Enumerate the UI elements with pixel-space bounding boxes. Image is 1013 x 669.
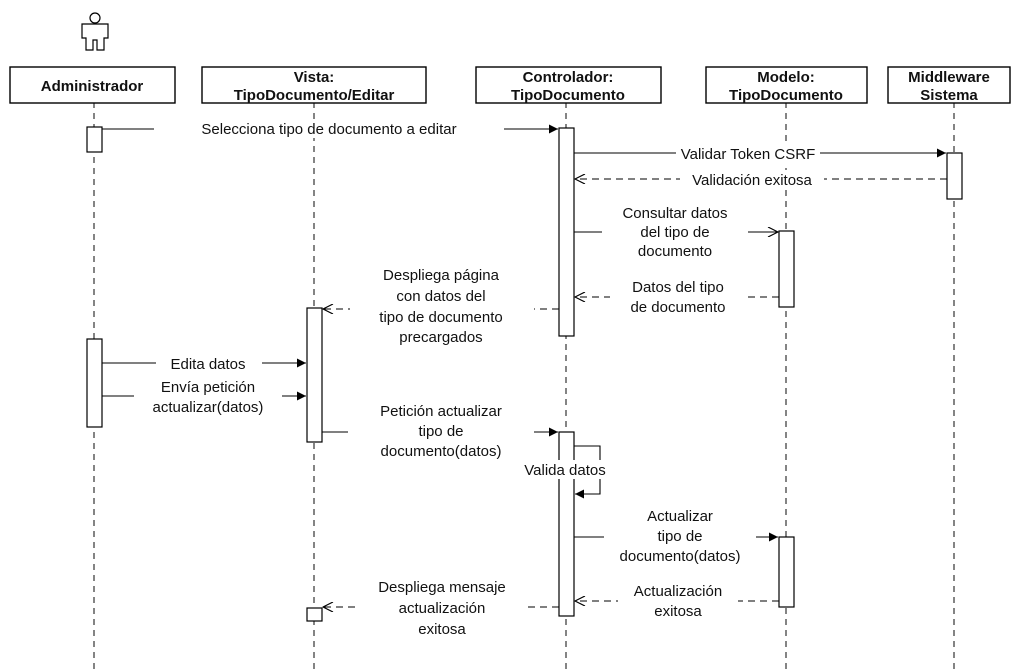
- message-validacion-exitosa: Validación exitosa: [575, 170, 947, 189]
- activation-bar-vista: [306, 607, 323, 622]
- participant-vista: Vista: TipoDocumento/Editar: [201, 66, 427, 104]
- message-label: exitosa: [654, 603, 702, 620]
- message-label: Validar Token CSRF: [681, 146, 816, 163]
- message-actualizacion-exitosa: Actualización exitosa: [575, 581, 779, 621]
- message-despliega-mensaje: Despliega mensaje actualización exitosa: [323, 576, 559, 638]
- activation-bar-administrador: [86, 338, 103, 428]
- message-actualizar-tipo: Actualizar tipo de documento(datos): [574, 506, 778, 566]
- message-peticion-actualizar: Petición actualizar tipo de documento(da…: [322, 401, 558, 460]
- message-datos-del-tipo: Datos del tipo de documento: [575, 276, 779, 316]
- participant-modelo: Modelo: TipoDocumento: [705, 66, 868, 104]
- message-consultar-datos: Consultar datos del tipo de documento: [574, 204, 778, 260]
- participant-label: TipoDocumento: [511, 87, 625, 104]
- message-despliega-pagina: Despliega página con datos del tipo de d…: [323, 264, 559, 346]
- message-label: Envía petición: [161, 379, 255, 396]
- message-validar-token-csrf: Validar Token CSRF: [574, 144, 946, 163]
- participant-label: Middleware: [908, 69, 990, 86]
- message-label: actualización: [399, 600, 486, 617]
- message-label: Despliega página: [383, 267, 500, 284]
- message-selecciona-tipo-documento: Selecciona tipo de documento a editar: [102, 119, 558, 138]
- participant-administrador: Administrador: [9, 66, 176, 104]
- activation-bar-controlador: [558, 127, 575, 337]
- person-stick-figure-icon: [81, 12, 109, 51]
- message-label: con datos del: [396, 288, 485, 305]
- message-label: exitosa: [418, 621, 466, 638]
- message-label: Validación exitosa: [692, 172, 812, 189]
- message-label: Actualizar: [647, 508, 713, 525]
- message-label: tipo de: [418, 423, 463, 440]
- message-label: Selecciona tipo de documento a editar: [201, 121, 456, 138]
- message-edita-datos: Edita datos: [102, 354, 306, 373]
- activation-bar-vista: [306, 307, 323, 443]
- message-valida-datos: Valida datos: [510, 445, 620, 499]
- message-label: Despliega mensaje: [378, 579, 506, 596]
- participant-label: Vista:: [294, 69, 335, 86]
- activation-bar-modelo: [778, 536, 795, 608]
- message-label: Edita datos: [170, 356, 245, 373]
- message-label: documento(datos): [381, 443, 502, 460]
- message-label: precargados: [399, 329, 482, 346]
- participant-label: Modelo:: [757, 69, 815, 86]
- message-label: de documento: [630, 299, 725, 316]
- participant-middleware: Middleware Sistema: [887, 66, 1011, 104]
- message-label: documento: [638, 243, 712, 260]
- message-label: documento(datos): [620, 548, 741, 565]
- message-label: Consultar datos: [622, 205, 727, 222]
- message-envia-peticion: Envía petición actualizar(datos): [102, 377, 306, 417]
- activation-bar-middleware: [946, 152, 963, 200]
- participant-label: TipoDocumento: [729, 87, 843, 104]
- participant-controlador: Controlador: TipoDocumento: [475, 66, 662, 104]
- message-label: actualizar(datos): [153, 399, 264, 416]
- activation-bar-administrador: [86, 126, 103, 153]
- message-label: Valida datos: [524, 462, 605, 479]
- message-label: tipo de: [657, 528, 702, 545]
- participant-label: Administrador: [41, 78, 144, 95]
- activation-bar-controlador: [558, 431, 575, 617]
- participant-label: TipoDocumento/Editar: [234, 87, 395, 104]
- message-label: tipo de documento: [379, 309, 502, 326]
- message-label: Petición actualizar: [380, 403, 502, 420]
- participant-label: Controlador:: [523, 69, 614, 86]
- message-label: del tipo de: [640, 224, 709, 241]
- message-label: Actualización: [634, 583, 722, 600]
- activation-bar-modelo: [778, 230, 795, 308]
- participant-label: Sistema: [920, 87, 978, 104]
- message-label: Datos del tipo: [632, 279, 724, 296]
